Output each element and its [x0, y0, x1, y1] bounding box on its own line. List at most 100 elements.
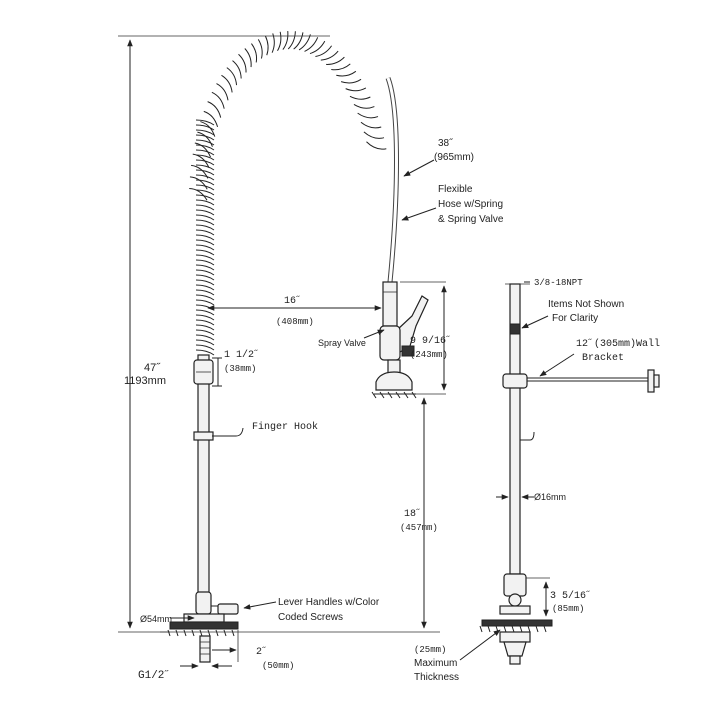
spring-turn [195, 289, 215, 296]
spring-turn [293, 32, 304, 50]
spring-turn [298, 34, 311, 51]
spring-turn [195, 299, 215, 306]
spring-turn [195, 349, 215, 356]
spring-turn [195, 124, 215, 131]
spring-turn [195, 239, 215, 246]
spring-turn [315, 45, 333, 57]
hose-length-in: 38˝ [438, 137, 453, 149]
thread-size: G1/2˝ [138, 669, 171, 682]
spring-turn [360, 121, 382, 129]
spring-turn [221, 74, 233, 93]
front-view: 47˝ 1193mm 38˝ (965mm) Flexible Hose w/S… [118, 31, 504, 682]
total-height-in: 47˝ [144, 362, 161, 374]
lever-label-1: Lever Handles w/Color [278, 597, 380, 608]
spring-turn [309, 40, 326, 55]
spring-turn [195, 129, 215, 136]
spring-turn [195, 254, 215, 261]
spring-turn [195, 284, 215, 291]
thickness-mm: (25mm) [414, 645, 446, 655]
hose-desc-1: Flexible [438, 184, 473, 195]
not-shown-1: Items Not Shown [548, 299, 624, 310]
spring-turn [195, 314, 215, 321]
total-height-mm: 1193mm [124, 375, 166, 387]
spring-turn [353, 104, 375, 109]
spring-turn [207, 101, 222, 118]
leader-arrow-icon [401, 207, 437, 221]
spring-turn [238, 53, 247, 73]
spring-turn [345, 87, 367, 92]
spring-turn [191, 164, 209, 179]
spring-turn [331, 63, 351, 71]
spring-turn [195, 319, 215, 326]
spring-turn [195, 219, 215, 226]
spring-turn [336, 70, 357, 77]
side-finger-hook [520, 431, 535, 441]
spring-turn [195, 194, 215, 201]
spring-turn [363, 131, 385, 139]
spring-turn [195, 294, 215, 301]
spring-turn [197, 131, 213, 147]
spring-turn [264, 35, 269, 56]
spring-turn [211, 91, 225, 109]
bracket-label-2: Bracket [582, 352, 624, 364]
spring-turn [271, 33, 275, 53]
thickness-label-2: Thickness [414, 672, 459, 683]
spray-valve [371, 281, 429, 399]
spring-turn [244, 48, 252, 68]
spring-turn [195, 229, 215, 236]
hose-desc-2: Hose w/Spring [438, 199, 503, 210]
spring-turn [195, 259, 215, 266]
spring-turn [216, 83, 229, 101]
thickness-label-1: Maximum [414, 658, 457, 669]
side-bracket-collar [502, 373, 528, 389]
leader-arrow-icon [403, 159, 435, 177]
spring-turn [195, 159, 215, 166]
spring-turn [195, 269, 215, 276]
spring-turn [195, 329, 215, 336]
spring-turn [195, 164, 215, 171]
riser-pipe [197, 354, 210, 596]
spring-turn [320, 50, 339, 61]
spring-turn [195, 324, 215, 331]
spring-turn [195, 149, 215, 156]
spring-turn [251, 43, 258, 63]
clearance-mm: (457mm) [400, 523, 438, 533]
spring-turn [203, 110, 219, 128]
base-width-in: 2˝ [256, 645, 268, 658]
spring-turn [195, 189, 215, 196]
finger-hook [193, 427, 244, 441]
spring-turn [232, 60, 242, 79]
valve-height-in: 9 9/16˝ [410, 334, 452, 347]
spring-turn [195, 209, 215, 216]
spring-turn [226, 67, 238, 86]
spring-turn [195, 274, 215, 281]
spring-turn [195, 179, 215, 186]
spring-coil-left [195, 119, 215, 356]
spring-turn [195, 244, 215, 251]
spring-turn [277, 31, 282, 52]
spring-turn [304, 37, 319, 52]
riser-diameter: Ø16mm [534, 492, 566, 502]
spray-valve-label: Spray Valve [318, 338, 366, 348]
spring-turn [195, 224, 215, 231]
spring-turn [195, 199, 215, 206]
spring-turn [195, 279, 215, 286]
base-diameter: Ø54mm [140, 614, 172, 624]
coupling-mm: (38mm) [224, 364, 256, 374]
side-base-in: 3 5/16˝ [550, 589, 592, 602]
spring-turn [195, 214, 215, 221]
spring-turn [326, 56, 345, 65]
side-view: 3/8-18NPT Items Not Shown For Clarity 12… [414, 278, 660, 683]
spring-turn [195, 264, 215, 271]
spring-turn [282, 31, 289, 50]
spring-turn [287, 31, 296, 50]
spring-turn [192, 153, 210, 168]
spring-turn [195, 334, 215, 341]
side-thread-size: 3/8-18NPT [534, 278, 583, 288]
flexible-hose-inner [386, 77, 398, 283]
spring-turn [195, 344, 215, 351]
spring-turn [195, 139, 215, 146]
wall-bracket [527, 369, 660, 393]
spring-turn [195, 119, 215, 126]
